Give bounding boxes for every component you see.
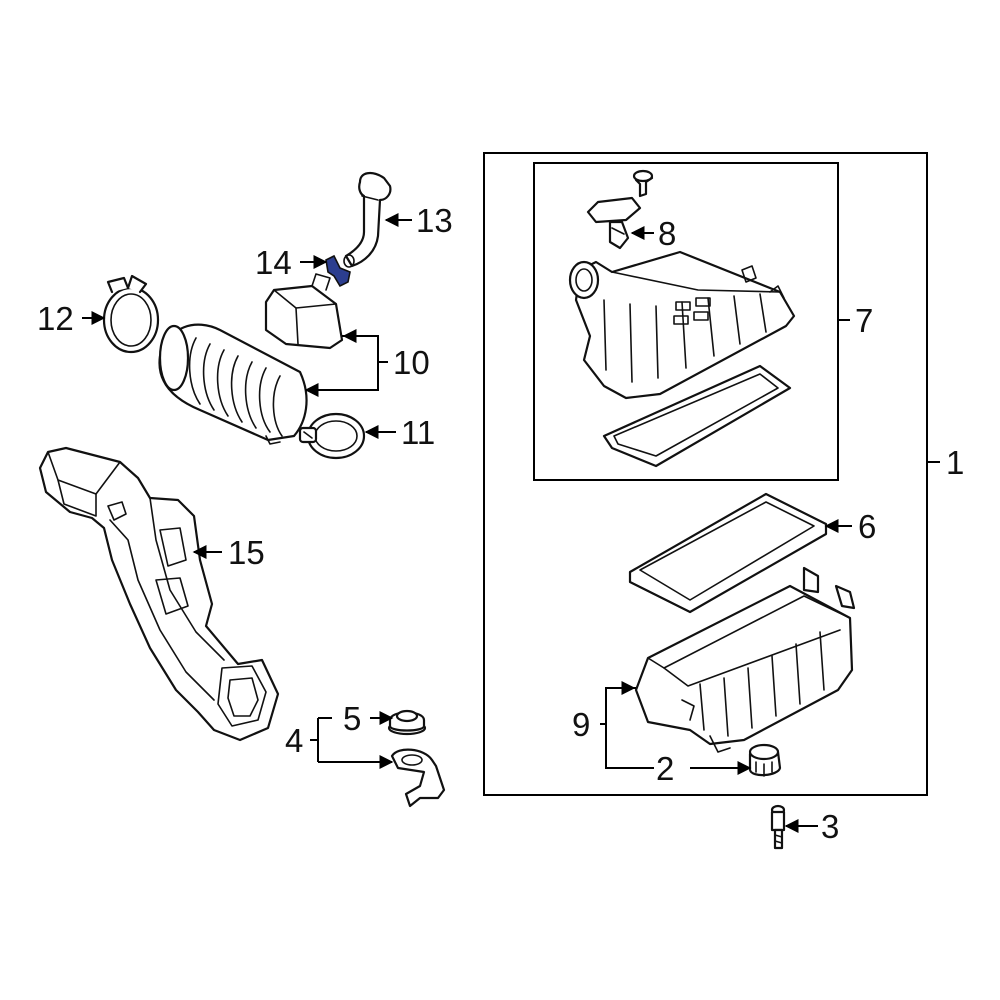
intake-duct-part-15[interactable] bbox=[38, 446, 280, 742]
callout-1: 1 bbox=[946, 444, 964, 481]
callout-4: 4 bbox=[285, 722, 303, 759]
mount-grommet-part-5[interactable] bbox=[387, 709, 427, 736]
sensor-bracket-part-8[interactable] bbox=[586, 169, 654, 250]
callout-3: 3 bbox=[821, 808, 839, 845]
hose-clamp-part-12[interactable] bbox=[102, 274, 160, 354]
assembly-box-outer bbox=[483, 152, 928, 796]
callout-12: 12 bbox=[37, 300, 74, 337]
callout-2: 2 bbox=[656, 750, 674, 787]
bolt-part-3[interactable] bbox=[770, 804, 786, 850]
assembly-box-cover bbox=[533, 162, 839, 481]
callout-9: 9 bbox=[572, 706, 590, 743]
air-cleaner-case-part-9[interactable] bbox=[634, 566, 856, 753]
callout-6: 6 bbox=[858, 508, 876, 545]
callout-11: 11 bbox=[401, 414, 435, 451]
clip-part-14[interactable] bbox=[325, 254, 351, 288]
nut-part-2[interactable] bbox=[748, 743, 782, 777]
callout-15: 15 bbox=[228, 534, 265, 571]
callout-10: 10 bbox=[393, 344, 430, 381]
callout-8: 8 bbox=[658, 215, 676, 252]
leader-lines bbox=[82, 213, 940, 833]
intake-hose-part-10[interactable] bbox=[158, 273, 344, 445]
callout-14: 14 bbox=[255, 244, 292, 281]
bracket-part-4[interactable] bbox=[390, 748, 446, 808]
callout-7: 7 bbox=[855, 302, 873, 339]
callout-13: 13 bbox=[416, 202, 453, 239]
air-cleaner-cover-part-7[interactable] bbox=[568, 250, 796, 468]
hose-clamp-part-11[interactable] bbox=[298, 412, 366, 460]
callout-5: 5 bbox=[343, 700, 361, 737]
breather-hose-part-13[interactable] bbox=[343, 172, 392, 268]
air-filter-part-6[interactable] bbox=[628, 492, 828, 614]
